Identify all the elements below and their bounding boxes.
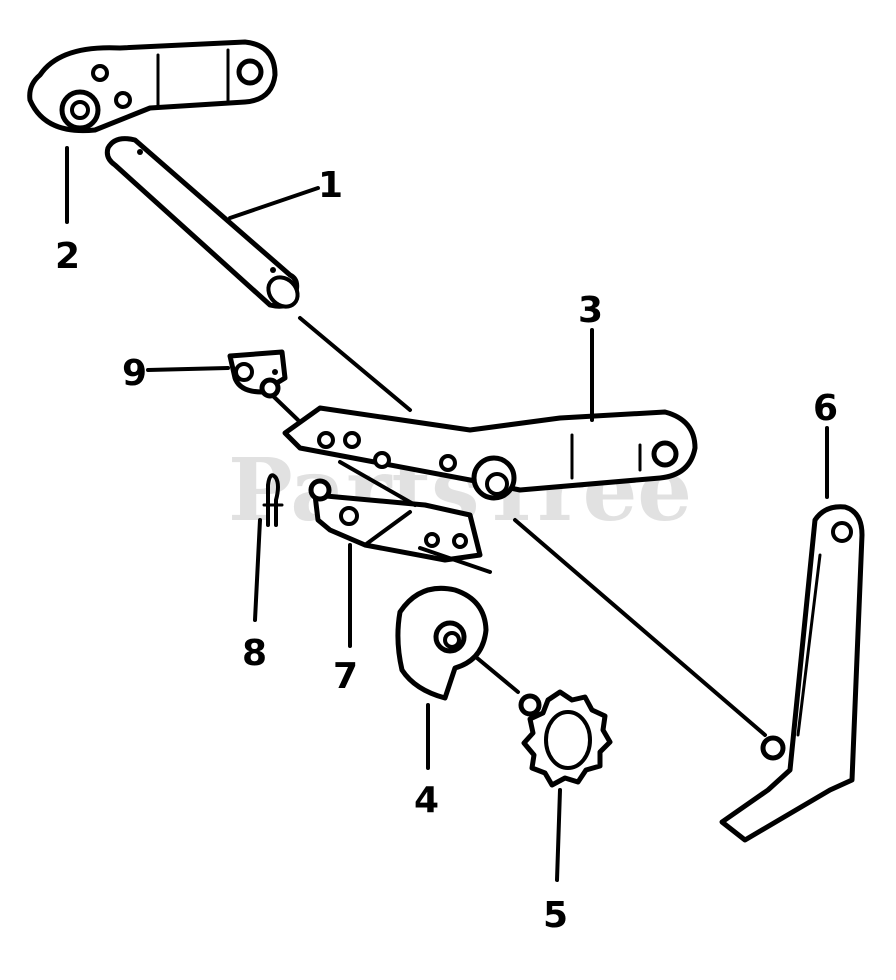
part-6-lever	[719, 504, 865, 843]
leader-1	[228, 186, 320, 220]
part-1-rod	[104, 136, 300, 309]
part-2-link-arm	[27, 39, 278, 134]
callout-1: 1	[318, 165, 343, 206]
part-9-pin	[227, 349, 288, 399]
alignment-line-rod	[298, 316, 412, 412]
callout-3: 3	[578, 290, 603, 331]
leader-9	[146, 366, 230, 372]
callout-7: 7	[333, 656, 358, 697]
part-5-knob	[518, 689, 613, 788]
callout-9: 9	[122, 353, 147, 394]
alignment-line-lever	[513, 518, 767, 737]
alignment-line-pin	[270, 393, 300, 422]
part-3-bracket-arm	[282, 405, 698, 501]
part-8-clip	[262, 473, 284, 527]
callout-5: 5	[543, 895, 568, 936]
part-7-plate	[308, 460, 492, 574]
callout-2: 2	[55, 236, 80, 277]
leader-5	[555, 788, 562, 882]
leader-8	[253, 518, 262, 622]
callout-8: 8	[242, 633, 267, 674]
callout-4: 4	[414, 780, 439, 821]
part-4-cam	[395, 585, 489, 701]
callout-6: 6	[813, 388, 838, 429]
